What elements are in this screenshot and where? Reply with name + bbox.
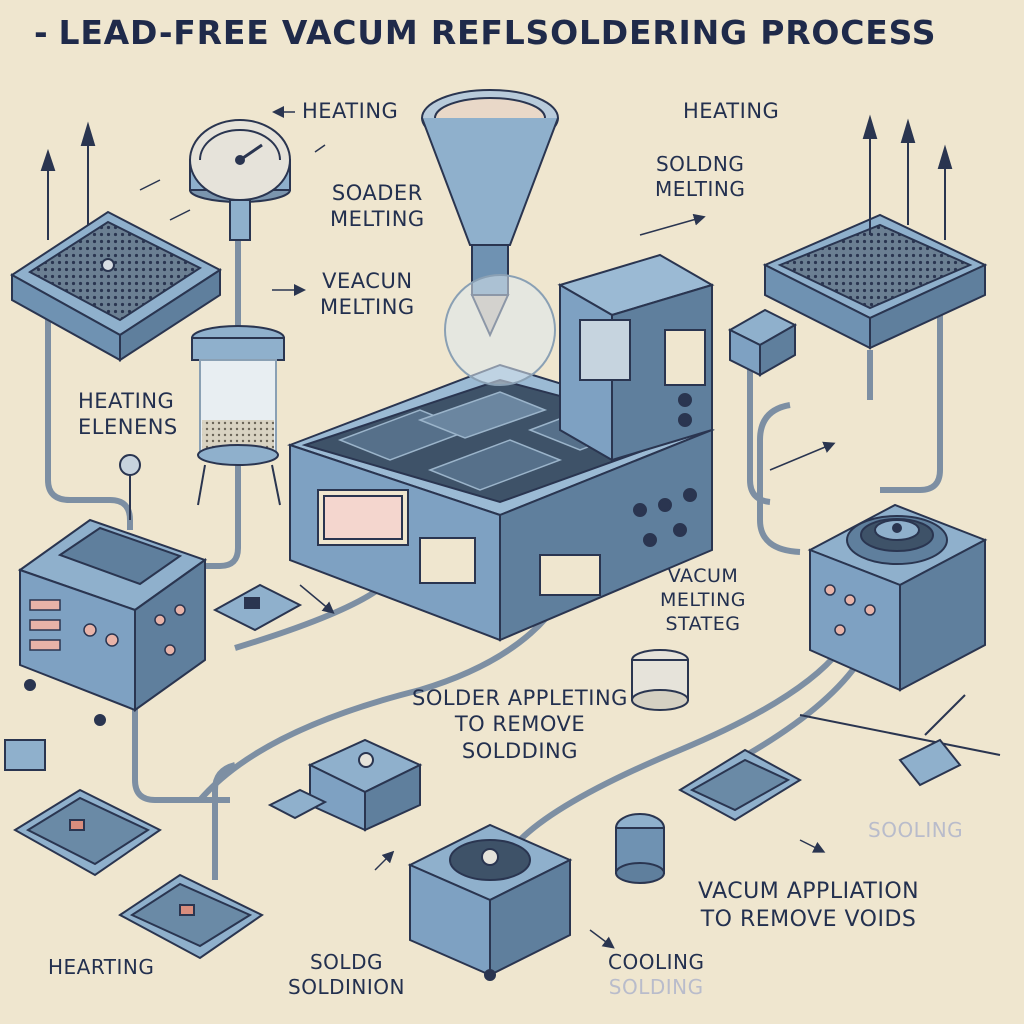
label-line: MELTING [320, 295, 415, 320]
label-soader-melting: SOADER MELTING [330, 180, 425, 233]
label-heating-top-left: HEATING [302, 99, 399, 123]
label-line: VACUM APPLIATION [698, 879, 920, 904]
label-line: HEATING [78, 389, 175, 413]
label-line: SOLDING [608, 975, 704, 999]
page-title: -LEAD-FREE VACUM REFLSOLDERING PROCESS [34, 12, 936, 53]
label-line: MELTING [330, 207, 425, 232]
chip-small-left [4, 739, 46, 771]
circuit-board-small [212, 583, 303, 632]
label-line: SOADER [331, 181, 423, 205]
label-heating-elenens: HEATING ELENENS [78, 388, 178, 441]
label-soldg-soldinion: SOLDG SOLDINION [288, 950, 405, 1000]
label-solder-appleting: SOLDER APPLETING TO REMOVE SOLDDING [412, 685, 628, 764]
label-vacum-application: VACUM APPLIATION TO REMOVE VOIDS [698, 878, 919, 933]
heating-tray-right [762, 213, 988, 350]
label-hearting: HEARTING [48, 955, 155, 979]
sensor-puck [615, 813, 665, 884]
circuit-board-bottom-left [13, 788, 162, 877]
left-control-cabinet [17, 454, 208, 726]
label-line: TO REMOVE [454, 712, 586, 737]
leader-arrows [139, 106, 836, 949]
solder-canister [191, 325, 285, 506]
title-dash: - [34, 13, 49, 52]
oven-control-tower [557, 253, 715, 462]
fan-icon [846, 515, 948, 565]
label-soldng-melting: SOLDNG MELTING [655, 152, 745, 202]
vacuum-pump [407, 823, 573, 981]
funnel-icon [421, 89, 559, 386]
chip-small-center [267, 788, 328, 820]
clamp-tool [799, 694, 1001, 787]
relay-box [307, 738, 423, 832]
label-line: SOLDNG [655, 152, 745, 176]
label-line: SOLDINION [288, 975, 405, 999]
label-vacum-melting-stateg: VACUM MELTING STATEG [660, 565, 746, 636]
solder-cylinder [631, 649, 689, 711]
label-line: MELTING [660, 588, 747, 611]
circuit-board-bottom-center [118, 873, 264, 960]
label-line: SOLDER APPLETING [412, 686, 628, 710]
label-veacun-melting: VEACUN MELTING [320, 268, 415, 321]
label-line: VACUM [667, 565, 739, 587]
pressure-gauge-icon [189, 119, 291, 241]
arrow-up-icon [40, 121, 96, 240]
label-line: MELTING [655, 177, 746, 201]
valve-block [727, 308, 798, 377]
label-cooling-solding: COOLING SOLDING [608, 950, 704, 1000]
label-sooling: SOOLING [868, 818, 964, 842]
label-line: SOLDG [309, 950, 383, 974]
label-heating-top-right: HEATING [683, 99, 780, 123]
label-line: STATEG [665, 612, 741, 635]
arrow-up-icon [862, 114, 953, 240]
left-pipe-network [45, 238, 563, 880]
heating-tray-left [10, 210, 222, 362]
circuit-board-bottom-right [678, 748, 802, 822]
label-line: SOLDDING [461, 738, 578, 763]
label-line: VEACUN [322, 269, 413, 293]
label-line: COOLING [608, 950, 705, 974]
cooling-fan-unit [807, 503, 988, 692]
title-text: LEAD-FREE VACUM REFLSOLDERING PROCESS [58, 13, 937, 52]
label-line: TO REMOVE VOIDS [700, 906, 917, 932]
label-line: ELENENS [78, 415, 178, 440]
